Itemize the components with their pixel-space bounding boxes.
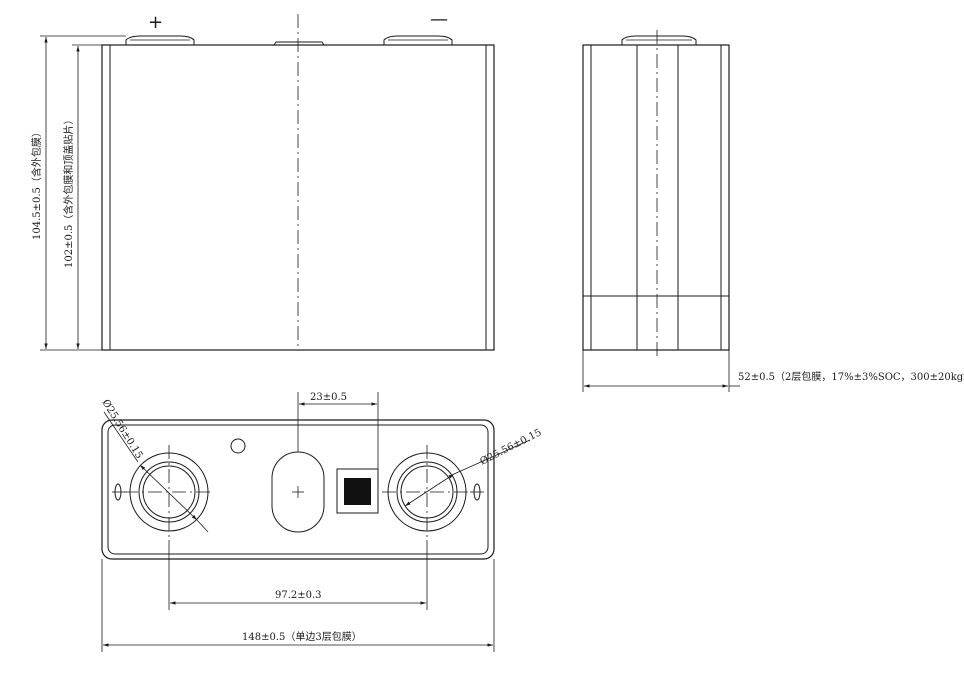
front-view: + — 104.5±0.5（含外包膜） 102±0.5（含外包膜和顶盖贴片） bbox=[30, 9, 495, 351]
terminal-spacing-dimension: 97.2±0.3 bbox=[168, 540, 428, 610]
negative-terminal-profile bbox=[383, 35, 453, 45]
fill-hole bbox=[230, 438, 246, 454]
negative-terminal-top bbox=[382, 445, 472, 540]
thickness-dimension: 52±0.5（2层包膜，17%±3%SOC，300±20kgf） bbox=[582, 350, 964, 392]
overall-width-dimension: 148±0.5（单边3层包膜） bbox=[101, 559, 495, 652]
left-edge-mark bbox=[112, 483, 125, 501]
negative-symbol: — bbox=[430, 9, 448, 30]
positive-symbol: + bbox=[148, 12, 163, 33]
right-edge-mark bbox=[470, 483, 484, 501]
side-view-body bbox=[582, 44, 730, 351]
terminal-spacing-label: 97.2±0.3 bbox=[275, 590, 322, 601]
qr-code bbox=[344, 478, 371, 505]
vent-offset-label: 23±0.5 bbox=[310, 392, 347, 403]
top-view: Ø25.56±0.15 Ø25.56±0.15 23±0.5 97.2±0.3 bbox=[99, 392, 543, 652]
height-inner-label: 102±0.5（含外包膜和顶盖贴片） bbox=[62, 115, 75, 268]
height-outer-dimension: 104.5±0.5（含外包膜） bbox=[30, 35, 126, 351]
vent-profile bbox=[273, 41, 325, 46]
height-inner-dimension: 102±0.5（含外包膜和顶盖贴片） bbox=[62, 44, 102, 349]
thickness-label: 52±0.5（2层包膜，17%±3%SOC，300±20kgf） bbox=[738, 370, 964, 383]
vent-offset-dimension: 23±0.5 bbox=[297, 392, 379, 469]
terminal-diameter-left-label: Ø25.56±0.15 bbox=[99, 398, 144, 461]
overall-width-label: 148±0.5（单边3层包膜） bbox=[242, 630, 362, 643]
side-view: 52±0.5（2层包膜，17%±3%SOC，300±20kgf） bbox=[582, 30, 964, 392]
height-outer-label: 104.5±0.5（含外包膜） bbox=[30, 127, 43, 240]
qr-code-frame bbox=[336, 468, 379, 514]
side-view-terminal bbox=[621, 35, 697, 45]
positive-terminal-profile bbox=[125, 35, 195, 45]
